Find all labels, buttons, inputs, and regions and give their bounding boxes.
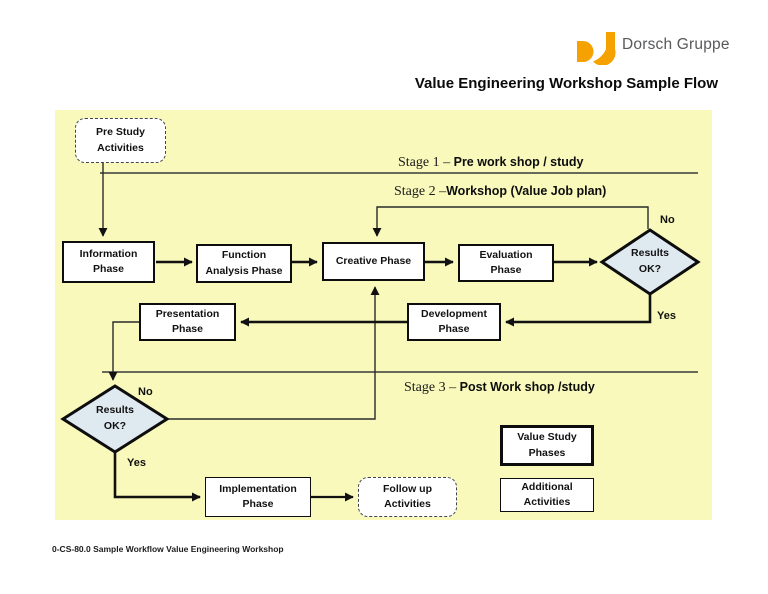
document-caption: 0-CS-80.0 Sample Workflow Value Engineer… (52, 544, 284, 554)
stage1-heading: Stage 1 – Pre work shop / study (398, 155, 584, 171)
legend-text: Value Study (517, 431, 577, 444)
node-function-analysis-phase: Function Analysis Phase (196, 244, 292, 283)
stage1-prefix: Stage 1 – (398, 155, 454, 170)
node-text: Phase (490, 264, 522, 276)
label-yes-top: Yes (657, 310, 676, 322)
node-text: Activities (384, 498, 431, 510)
stage2-label: Workshop (Value Job plan) (446, 184, 607, 198)
node-text: Results (631, 247, 669, 260)
legend-additional-activities: Additional Activities (500, 478, 594, 512)
legend-text: Activities (523, 496, 571, 508)
page-title: Value Engineering Workshop Sample Flow (414, 75, 718, 92)
node-text: Creative Phase (335, 254, 412, 267)
node-text: Pre Study (95, 126, 145, 139)
node-follow-up-activities: Follow up Activities (358, 477, 457, 517)
node-text: OK? (103, 420, 127, 432)
logo-wordmark: Dorsch Gruppe (622, 36, 730, 53)
node-text: Follow up (383, 482, 432, 495)
node-text: Information (79, 247, 138, 260)
label-yes-bottom: Yes (127, 457, 146, 469)
stage2-prefix: Stage 2 – (394, 184, 447, 199)
node-text: Function (221, 249, 267, 262)
stage3-prefix: Stage 3 – (404, 380, 460, 395)
node-text: Implementation (219, 482, 297, 495)
node-information-phase: Information Phase (62, 241, 155, 283)
node-text: Phase (172, 323, 203, 335)
label-no-bottom: No (138, 386, 153, 398)
node-text: Phase (242, 498, 274, 510)
node-creative-phase: Creative Phase (322, 242, 425, 281)
node-evaluation-phase: Evaluation Phase (458, 244, 554, 282)
dorsch-gruppe-logo-icon (577, 32, 616, 65)
legend-value-study-phases: Value Study Phases (500, 425, 594, 466)
node-presentation-phase: Presentation Phase (139, 303, 236, 341)
node-text: Phase (438, 323, 470, 335)
node-text: Presentation (155, 307, 220, 320)
node-results-ok-bottom: Results OK? (63, 386, 167, 452)
stage1-label: Pre work shop / study (453, 155, 584, 169)
label-no-top: No (660, 214, 675, 226)
node-text: Evaluation (479, 248, 533, 261)
node-text: Results (96, 404, 134, 417)
node-implementation-phase: Implementation Phase (205, 477, 311, 517)
legend-text: Phases (528, 446, 566, 459)
node-text: Analysis Phase (205, 264, 283, 277)
stage2-heading: Stage 2 –Workshop (Value Job plan) (394, 184, 606, 200)
node-text: Development (421, 307, 487, 320)
node-pre-study-activities: Pre Study Activities (75, 118, 166, 163)
legend-text: Additional (521, 480, 573, 493)
node-text: OK? (638, 263, 662, 275)
node-text: Phase (93, 263, 124, 275)
node-text: Activities (97, 141, 144, 154)
stage3-heading: Stage 3 – Post Work shop /study (404, 380, 595, 396)
stage3-label: Post Work shop /study (459, 380, 595, 394)
node-development-phase: Development Phase (407, 303, 501, 341)
node-results-ok-top: Results OK? (602, 230, 698, 294)
